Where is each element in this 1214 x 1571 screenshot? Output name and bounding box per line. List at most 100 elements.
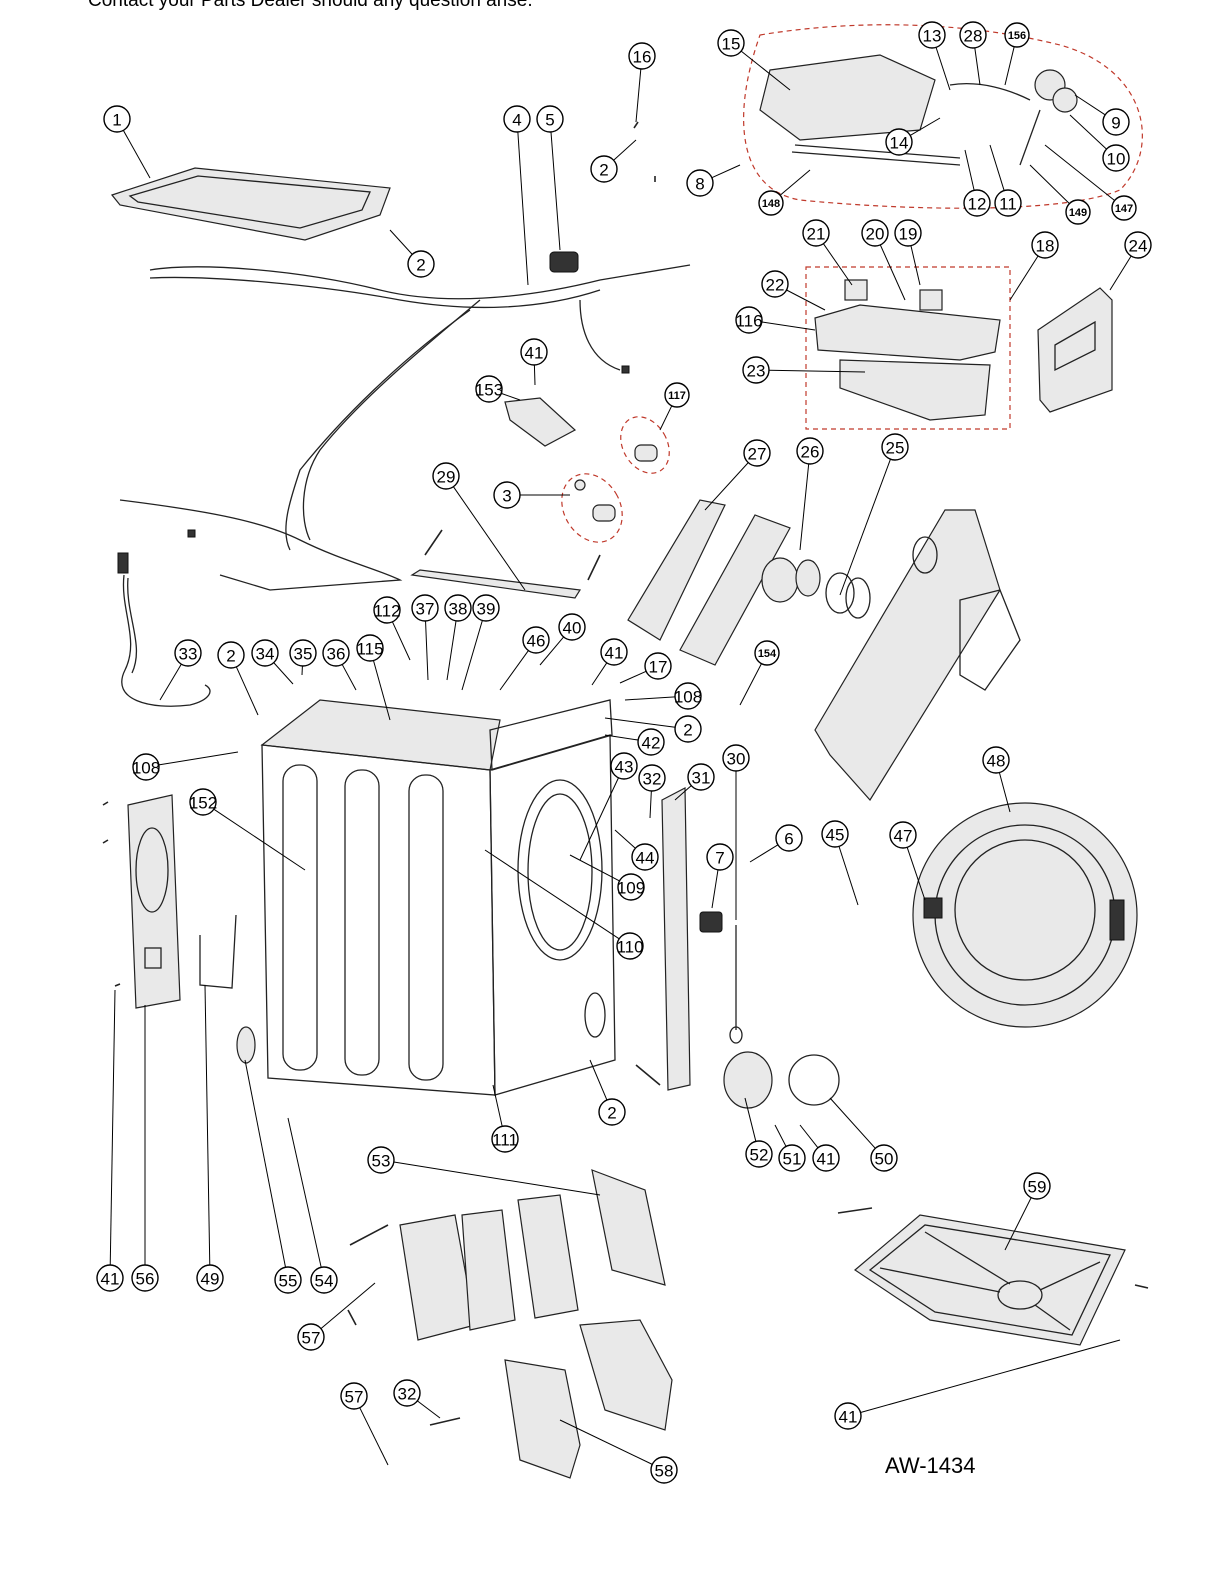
callout-c11: 11 bbox=[994, 189, 1022, 217]
header-note: Contact your Parts Dealer should any que… bbox=[88, 0, 533, 11]
leader-line-c15 bbox=[740, 50, 791, 91]
callout-circle bbox=[735, 306, 763, 334]
callout-number: 24 bbox=[1129, 237, 1148, 256]
callout-c56: 56 bbox=[131, 1264, 159, 1292]
callout-c7: 7 bbox=[706, 843, 734, 871]
plug-part bbox=[236, 1026, 256, 1064]
callout-c108a: 108 bbox=[674, 682, 702, 710]
leader-line-c115 bbox=[372, 660, 391, 721]
callout-circle bbox=[918, 21, 946, 49]
callout-circle bbox=[982, 746, 1010, 774]
callout-c22: 22 bbox=[761, 270, 789, 298]
callout-c53: 53 bbox=[367, 1146, 395, 1174]
callout-number: 2 bbox=[683, 721, 692, 740]
leader-line-c50 bbox=[829, 1097, 876, 1149]
callout-number: 59 bbox=[1028, 1178, 1047, 1197]
leader-line-c19 bbox=[910, 245, 921, 286]
bracket-part bbox=[504, 397, 577, 447]
leader-line-c11 bbox=[989, 144, 1005, 191]
callout-circle bbox=[742, 356, 770, 384]
leader-line-c41d bbox=[109, 989, 116, 1266]
callout-c37: 37 bbox=[411, 594, 439, 622]
callout-number: 149 bbox=[1069, 207, 1087, 219]
callout-number: 13 bbox=[923, 27, 942, 46]
callout-circle bbox=[821, 820, 849, 848]
callout-circle bbox=[289, 639, 317, 667]
callout-circle bbox=[775, 824, 803, 852]
callout-c109: 109 bbox=[617, 873, 645, 901]
callout-number: 156 bbox=[1008, 30, 1026, 42]
callout-circle bbox=[274, 1266, 302, 1294]
callout-circle bbox=[432, 462, 460, 490]
callout-c3: 3 bbox=[493, 481, 521, 509]
callout-number: 57 bbox=[345, 1388, 364, 1407]
callout-c27: 27 bbox=[743, 439, 771, 467]
callout-number: 34 bbox=[256, 645, 275, 664]
callout-c8: 8 bbox=[686, 169, 714, 197]
callout-circle bbox=[598, 1098, 626, 1126]
callout-c147: 147 bbox=[1111, 195, 1137, 221]
filter-cap-part bbox=[788, 1054, 840, 1106]
callout-number: 41 bbox=[817, 1150, 836, 1169]
callout-circle bbox=[174, 639, 202, 667]
callout-circle bbox=[472, 594, 500, 622]
callout-c5: 5 bbox=[536, 105, 564, 133]
callout-c33: 33 bbox=[174, 639, 202, 667]
callout-circle bbox=[1023, 1172, 1051, 1200]
callout-number: 56 bbox=[136, 1270, 155, 1289]
callout-circle bbox=[802, 219, 830, 247]
callout-circle bbox=[1111, 195, 1137, 221]
callout-c52: 52 bbox=[745, 1140, 773, 1168]
callout-c50: 50 bbox=[870, 1144, 898, 1172]
callout-circle bbox=[631, 843, 659, 871]
callout-c57b: 57 bbox=[340, 1382, 368, 1410]
leader-line-c33 bbox=[159, 663, 182, 701]
callout-number: 154 bbox=[758, 648, 777, 660]
callout-circle bbox=[834, 1402, 862, 1430]
leader-line-c2c bbox=[235, 666, 259, 716]
callout-circle bbox=[522, 626, 550, 654]
base-frame-part bbox=[854, 1214, 1126, 1346]
callout-number: 39 bbox=[477, 600, 496, 619]
callout-c23: 23 bbox=[742, 356, 770, 384]
callout-c116: 116 bbox=[735, 306, 763, 334]
callout-circle bbox=[778, 1144, 806, 1172]
leader-line-c9 bbox=[1074, 94, 1106, 116]
leader-line-c41e bbox=[860, 1339, 1121, 1413]
callout-number: 29 bbox=[437, 468, 456, 487]
callout-c48: 48 bbox=[982, 746, 1010, 774]
leader-line-c10 bbox=[1069, 114, 1107, 150]
callout-circle bbox=[758, 190, 784, 216]
drawer-assembly-group bbox=[805, 266, 1011, 430]
leader-line-c13 bbox=[935, 47, 951, 91]
callout-c24: 24 bbox=[1124, 231, 1152, 259]
leader-line-c153 bbox=[501, 392, 521, 401]
callout-number: 11 bbox=[999, 195, 1017, 214]
leader-line-c32b bbox=[417, 1400, 441, 1419]
callout-circle bbox=[796, 437, 824, 465]
leader-line-c7 bbox=[711, 869, 719, 909]
callout-number: 10 bbox=[1107, 150, 1126, 169]
callout-number: 5 bbox=[545, 111, 554, 130]
callout-c13: 13 bbox=[918, 21, 946, 49]
callout-c41a: 41 bbox=[520, 338, 548, 366]
callout-c44: 44 bbox=[631, 843, 659, 871]
callout-c17: 17 bbox=[644, 652, 672, 680]
leader-line-c111 bbox=[492, 1084, 503, 1127]
wire-harness-part bbox=[119, 264, 691, 591]
callout-circle bbox=[686, 169, 714, 197]
callout-circle bbox=[706, 843, 734, 871]
callout-number: 32 bbox=[643, 770, 662, 789]
callout-circle bbox=[103, 105, 131, 133]
callout-circle bbox=[189, 788, 217, 816]
leader-line-c2d bbox=[604, 717, 676, 728]
callout-number: 109 bbox=[617, 879, 645, 898]
callout-circle bbox=[628, 42, 656, 70]
callout-circle bbox=[340, 1382, 368, 1410]
leader-line-c24 bbox=[1109, 255, 1132, 291]
callout-circle bbox=[1102, 144, 1130, 172]
callout-number: 26 bbox=[801, 443, 820, 462]
leader-line-c149 bbox=[1029, 164, 1070, 204]
leader-line-c20 bbox=[879, 244, 906, 301]
callout-number: 36 bbox=[327, 645, 346, 664]
